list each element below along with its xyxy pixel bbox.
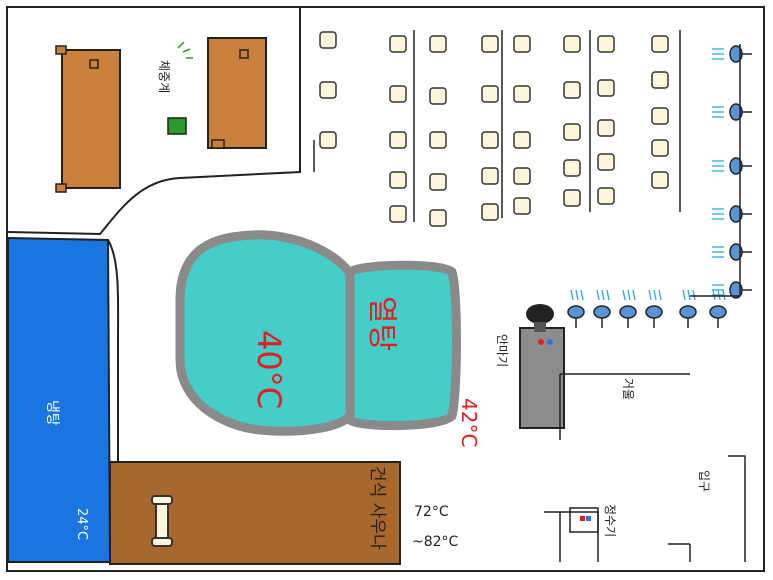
floor-boundary-curve bbox=[7, 8, 301, 236]
stool bbox=[481, 131, 499, 149]
hot-pool-temp: 42°C bbox=[457, 398, 481, 447]
shower-head-icon bbox=[709, 289, 727, 328]
massage-label: 안마기 bbox=[495, 334, 509, 367]
stool bbox=[513, 35, 531, 53]
stool bbox=[481, 85, 499, 103]
stool bbox=[651, 107, 669, 125]
sauna-temp-low: 72°C bbox=[414, 504, 449, 520]
sauna-temp-high: ~82°C bbox=[412, 534, 459, 550]
shower-head-icon bbox=[645, 289, 663, 328]
stool-grid bbox=[319, 31, 669, 227]
stool bbox=[319, 31, 337, 49]
shower-head-icon bbox=[712, 103, 752, 121]
stool bbox=[513, 131, 531, 149]
stool bbox=[563, 35, 581, 53]
stool bbox=[429, 131, 447, 149]
sauna-label: 건식 사우나 bbox=[367, 466, 387, 550]
stool bbox=[481, 203, 499, 221]
stool bbox=[563, 159, 581, 177]
stool bbox=[481, 35, 499, 53]
stool bbox=[319, 81, 337, 99]
entrance-label: 입구 bbox=[697, 470, 711, 492]
shower-head-icon bbox=[619, 289, 637, 328]
shower-heads bbox=[567, 45, 752, 328]
stool bbox=[597, 119, 615, 137]
stool bbox=[563, 189, 581, 207]
shower-head-icon bbox=[567, 289, 585, 328]
stool bbox=[429, 35, 447, 53]
stool bbox=[513, 85, 531, 103]
stool bbox=[389, 205, 407, 223]
stool bbox=[651, 139, 669, 157]
stool bbox=[389, 131, 407, 149]
warm-pool bbox=[175, 230, 357, 436]
bench-right bbox=[207, 37, 267, 149]
shower-head-icon bbox=[712, 157, 752, 175]
stool bbox=[563, 81, 581, 99]
shower-head-icon bbox=[712, 205, 752, 223]
stool bbox=[651, 171, 669, 189]
stool bbox=[319, 131, 337, 149]
stool bbox=[651, 35, 669, 53]
scale-label: 체중계 bbox=[157, 60, 171, 93]
water-label: 정수기 bbox=[603, 504, 617, 537]
stool bbox=[513, 167, 531, 185]
mirror-label: 거울 bbox=[621, 378, 635, 400]
shower-head-icon bbox=[712, 45, 752, 63]
stool bbox=[597, 187, 615, 205]
stool bbox=[563, 123, 581, 141]
warm-pool-temp: 40°C bbox=[250, 330, 288, 409]
stool bbox=[389, 171, 407, 189]
bench-left bbox=[61, 49, 121, 189]
stool bbox=[651, 71, 669, 89]
stool bbox=[481, 167, 499, 185]
cold-pool-label: 냉탕 bbox=[44, 400, 60, 426]
hot-pool bbox=[345, 260, 461, 431]
scale-icon bbox=[167, 117, 187, 135]
stool bbox=[513, 197, 531, 215]
sauna-floor bbox=[109, 461, 401, 565]
shower-head-icon bbox=[679, 289, 697, 328]
stool bbox=[429, 173, 447, 191]
stool bbox=[597, 35, 615, 53]
stool bbox=[389, 85, 407, 103]
stool bbox=[597, 79, 615, 97]
shower-head-icon bbox=[593, 289, 611, 328]
stool bbox=[389, 35, 407, 53]
stool bbox=[429, 209, 447, 227]
stool bbox=[597, 153, 615, 171]
stool bbox=[429, 87, 447, 105]
shower-head-icon bbox=[712, 243, 752, 261]
hot-pool-label: 열탕 bbox=[364, 296, 399, 351]
cold-pool-temp: 24°C bbox=[74, 508, 89, 540]
